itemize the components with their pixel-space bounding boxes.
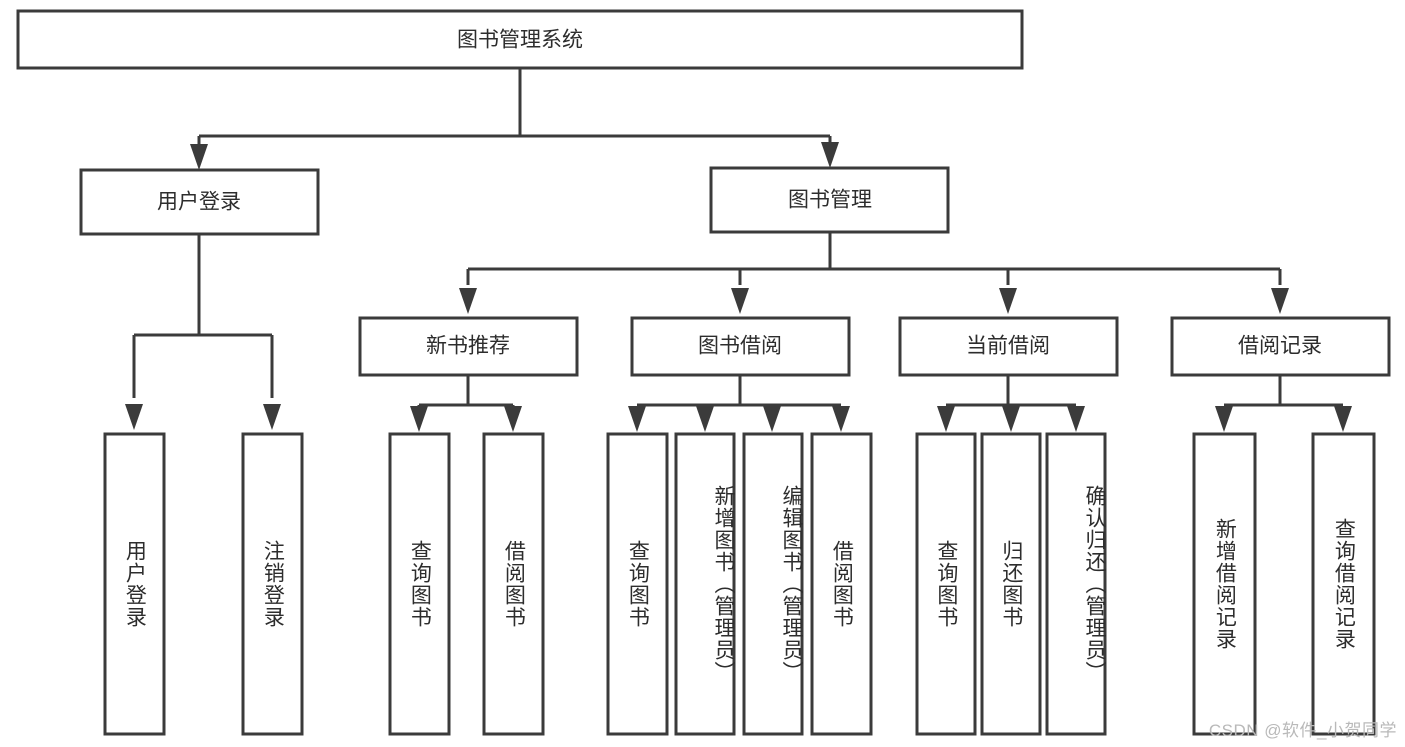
- arrow-current-l1: [937, 406, 955, 432]
- watermark-text: CSDN @软件_小贺同学: [1208, 721, 1397, 740]
- node-root[interactable]: [16, 9, 1024, 70]
- node-leaf-user-login[interactable]: [103, 432, 166, 736]
- node-leaf-add-book-admin[interactable]: [674, 432, 736, 736]
- node-root-label: 图书管理系统: [457, 29, 583, 52]
- arrow-record-l2: [1334, 406, 1352, 432]
- node-leaf-return-book[interactable]: [980, 432, 1042, 736]
- node-book-manage-label: 图书管理: [788, 189, 872, 212]
- arrow-bm-c4: [1271, 288, 1289, 314]
- arrow-userlogin-leaf1: [125, 404, 143, 430]
- node-leaf-add-borrow-record[interactable]: [1192, 432, 1257, 736]
- arrow-to-book-manage: [821, 142, 839, 168]
- arrow-newbook-l1: [410, 406, 428, 432]
- node-book-borrow-label: 图书借阅: [698, 335, 782, 358]
- node-leaf-edit-book-admin[interactable]: [742, 432, 804, 736]
- node-leaf-logout[interactable]: [241, 432, 304, 736]
- node-leaf-borrow-book-nbr[interactable]: [482, 432, 545, 736]
- node-leaf-query-book-nbr[interactable]: [388, 432, 451, 736]
- node-user-login-label: 用户登录: [157, 191, 241, 214]
- connector-layer: [125, 68, 1352, 432]
- arrow-newbook-l2: [504, 406, 522, 432]
- arrow-current-l2: [1002, 406, 1020, 432]
- arrow-bm-c3: [999, 288, 1017, 314]
- node-leaf-query-book-bb[interactable]: [606, 432, 669, 736]
- node-new-book-recommend[interactable]: [358, 316, 579, 377]
- node-user-login[interactable]: [79, 168, 320, 236]
- node-leaf-borrow-book-bb[interactable]: [810, 432, 873, 736]
- node-leaf-query-borrow-record[interactable]: [1311, 432, 1376, 736]
- arrow-userlogin-leaf2: [263, 404, 281, 430]
- node-borrow-record-label: 借阅记录: [1238, 335, 1322, 358]
- node-book-manage[interactable]: [709, 166, 950, 234]
- arrow-bm-c2: [731, 288, 749, 314]
- arrow-record-l1: [1215, 406, 1233, 432]
- arrow-borrow-l4: [832, 406, 850, 432]
- arrow-borrow-l2: [696, 406, 714, 432]
- node-current-borrow-label: 当前借阅: [966, 335, 1050, 358]
- arrow-bm-c1: [459, 288, 477, 314]
- arrow-to-user-login: [190, 144, 208, 170]
- node-book-borrow[interactable]: [630, 316, 851, 377]
- node-borrow-record[interactable]: [1170, 316, 1391, 377]
- arrow-borrow-l3: [763, 406, 781, 432]
- node-new-book-recommend-label: 新书推荐: [426, 335, 510, 358]
- node-leaf-confirm-return-admin[interactable]: [1045, 432, 1107, 736]
- arrow-current-l3: [1067, 406, 1085, 432]
- arrow-borrow-l1: [628, 406, 646, 432]
- node-current-borrow[interactable]: [898, 316, 1119, 377]
- node-leaf-query-book-cb[interactable]: [915, 432, 977, 736]
